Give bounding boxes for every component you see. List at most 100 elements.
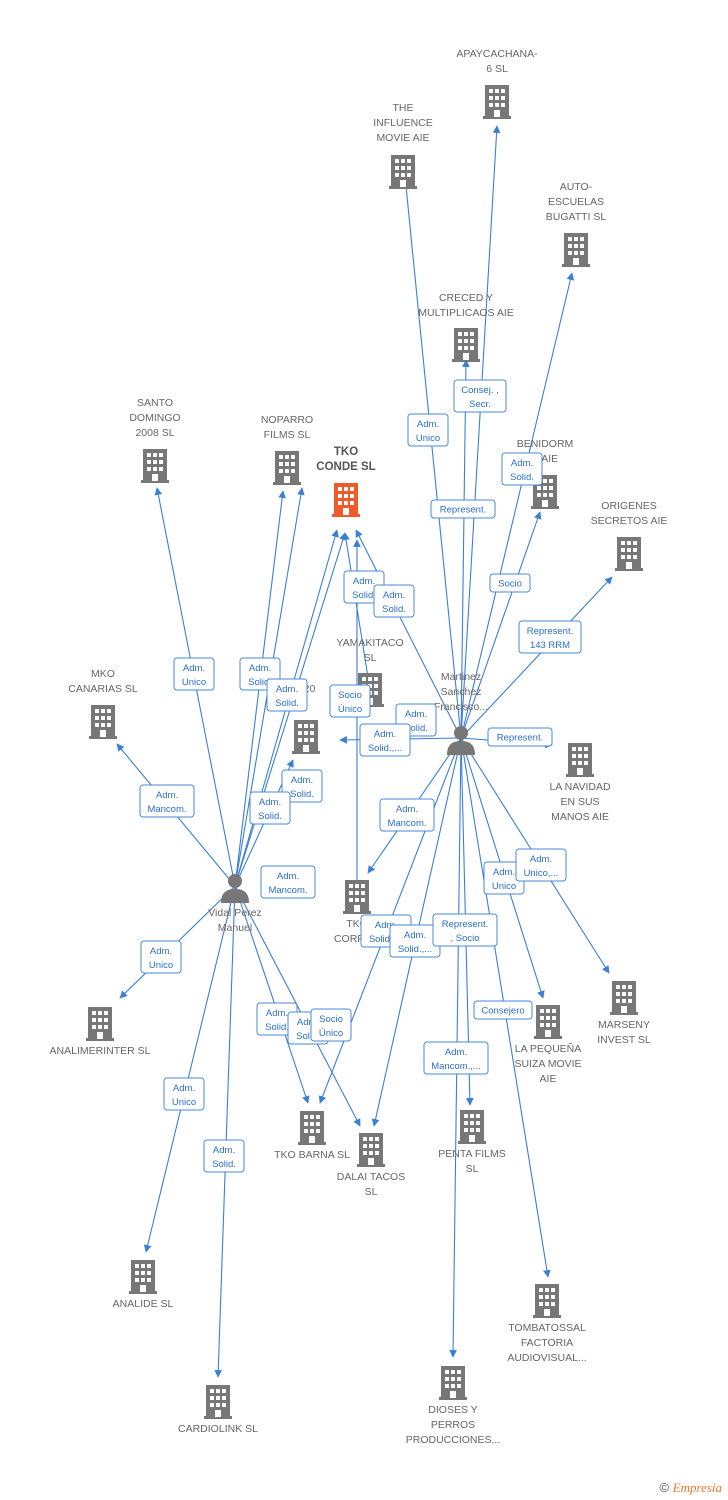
building-icon: [86, 1007, 114, 1041]
relation-label[interactable]: Adm.Unico,...: [515, 848, 567, 882]
relation-text: Socio: [319, 1014, 343, 1025]
relation-label[interactable]: Consej. ,Secr.: [453, 379, 507, 413]
relation-text: Solid.: [382, 604, 406, 615]
relation-label[interactable]: Socio: [489, 573, 531, 593]
relation-box: [430, 499, 496, 519]
relation-label[interactable]: Adm. Mancom.: [139, 784, 195, 818]
relation-text: Secr.: [469, 399, 491, 410]
relation-text: Solid.,...: [369, 934, 403, 945]
building-icon: [273, 451, 301, 485]
relation-text: Adm.: [173, 1083, 195, 1094]
node-apaycachana[interactable]: APAYCACHANA-6 SL: [456, 48, 538, 119]
node-label-line: ORIGENES: [601, 500, 656, 512]
building-icon: [452, 328, 480, 362]
node-label-line: SL: [365, 1186, 378, 1198]
relation-label[interactable]: Consejero: [473, 1000, 533, 1020]
node-label-line: ESCUELAS: [548, 196, 604, 208]
relation-box: [359, 723, 411, 757]
relation-label[interactable]: Adm.Solid.: [266, 678, 308, 712]
relation-text: Único: [319, 1028, 343, 1039]
relation-box: [518, 620, 582, 654]
relation-text: Unico,...: [524, 868, 559, 879]
relation-label[interactable]: Adm.Solid.: [249, 791, 291, 825]
relation-text: Solid.: [275, 698, 299, 709]
brand-logo[interactable]: Empresia: [672, 1480, 722, 1495]
relation-box: [173, 657, 215, 691]
relation-box: [310, 1008, 352, 1042]
relation-label[interactable]: Adm.Mancom.: [379, 798, 435, 832]
relation-text: Mancom.,...: [431, 1061, 481, 1072]
node-label-line: ANALIMERINTER SL: [50, 1045, 151, 1057]
relation-box: [473, 1000, 533, 1020]
relation-box: [407, 413, 449, 447]
node-analide[interactable]: ANALIDE SL: [113, 1260, 174, 1310]
relation-label[interactable]: Represent.143 RRM: [518, 620, 582, 654]
node-analimerinter[interactable]: ANALIMERINTER SL: [50, 1007, 151, 1057]
relation-text: Solid.: [404, 723, 428, 734]
relation-label[interactable]: Adm.Unico: [407, 413, 449, 447]
relation-label[interactable]: Adm.Mancom.: [260, 865, 316, 899]
relation-label[interactable]: Adm.Solid.,...: [359, 723, 411, 757]
relation-text: Mancom.: [387, 818, 426, 829]
relation-label[interactable]: Adm.Unico: [140, 940, 182, 974]
relation-text: Adm.: [297, 1017, 319, 1028]
edge-martinez-6: [355, 529, 462, 739]
relation-box: [373, 584, 415, 618]
node-tko_barna[interactable]: TKO BARNA SL: [274, 1111, 350, 1161]
relation-text: Adm.: [156, 790, 178, 801]
relation-label[interactable]: Adm.Mancom.,...: [423, 1041, 489, 1075]
building-icon: [483, 85, 511, 119]
relation-label[interactable]: Represent.: [487, 727, 553, 747]
relation-text: Socio: [498, 579, 522, 590]
relation-box: [203, 1139, 245, 1173]
relation-label[interactable]: Adm.Unico: [163, 1077, 205, 1111]
relation-label[interactable]: Adm.Solid.: [281, 769, 323, 803]
node-label-line: CARDIOLINK SL: [178, 1423, 258, 1435]
node-martinez[interactable]: MartinezSanchezFrancisco...: [434, 671, 488, 755]
node-cardiolink[interactable]: CARDIOLINK SL: [178, 1385, 258, 1435]
edge-vidal-24: [143, 885, 236, 1253]
relation-box: [423, 1041, 489, 1075]
relation-box: [501, 452, 543, 486]
edge-martinez-5: [460, 576, 613, 739]
relation-label[interactable]: Adm.Solid.: [501, 452, 543, 486]
node-label-line: YAMAKITACO: [336, 637, 403, 649]
relation-box: [139, 784, 195, 818]
relation-text: Unico: [149, 960, 173, 971]
node-dioses[interactable]: DIOSES YPERROSPRODUCCIONES...: [406, 1366, 501, 1446]
relation-label[interactable]: Adm.Solid.: [373, 584, 415, 618]
relation-text: Solid.,...: [398, 944, 432, 955]
node-label-line: MULTIPLICAOS AIE: [418, 307, 514, 319]
relation-label[interactable]: Adm.Unico: [173, 657, 215, 691]
relation-label[interactable]: Represent., Socio: [432, 913, 498, 947]
node-label-line: INVEST SL: [597, 1034, 651, 1046]
relation-text: Mancom.: [147, 804, 186, 815]
edge-martinez-1: [400, 165, 462, 739]
relation-box: [266, 678, 308, 712]
relation-label[interactable]: Adm.Solid.: [203, 1139, 245, 1173]
node-label-line: EN SUS: [560, 796, 599, 808]
node-label-line: TKO: [334, 446, 358, 458]
relation-text: Adm.: [405, 709, 427, 720]
relation-text: Unico: [416, 433, 440, 444]
node-tombatossal[interactable]: TOMBATOSSALFACTORIAAUDIOVISUAL...: [507, 1284, 587, 1364]
relation-label[interactable]: Represent.: [430, 499, 496, 519]
